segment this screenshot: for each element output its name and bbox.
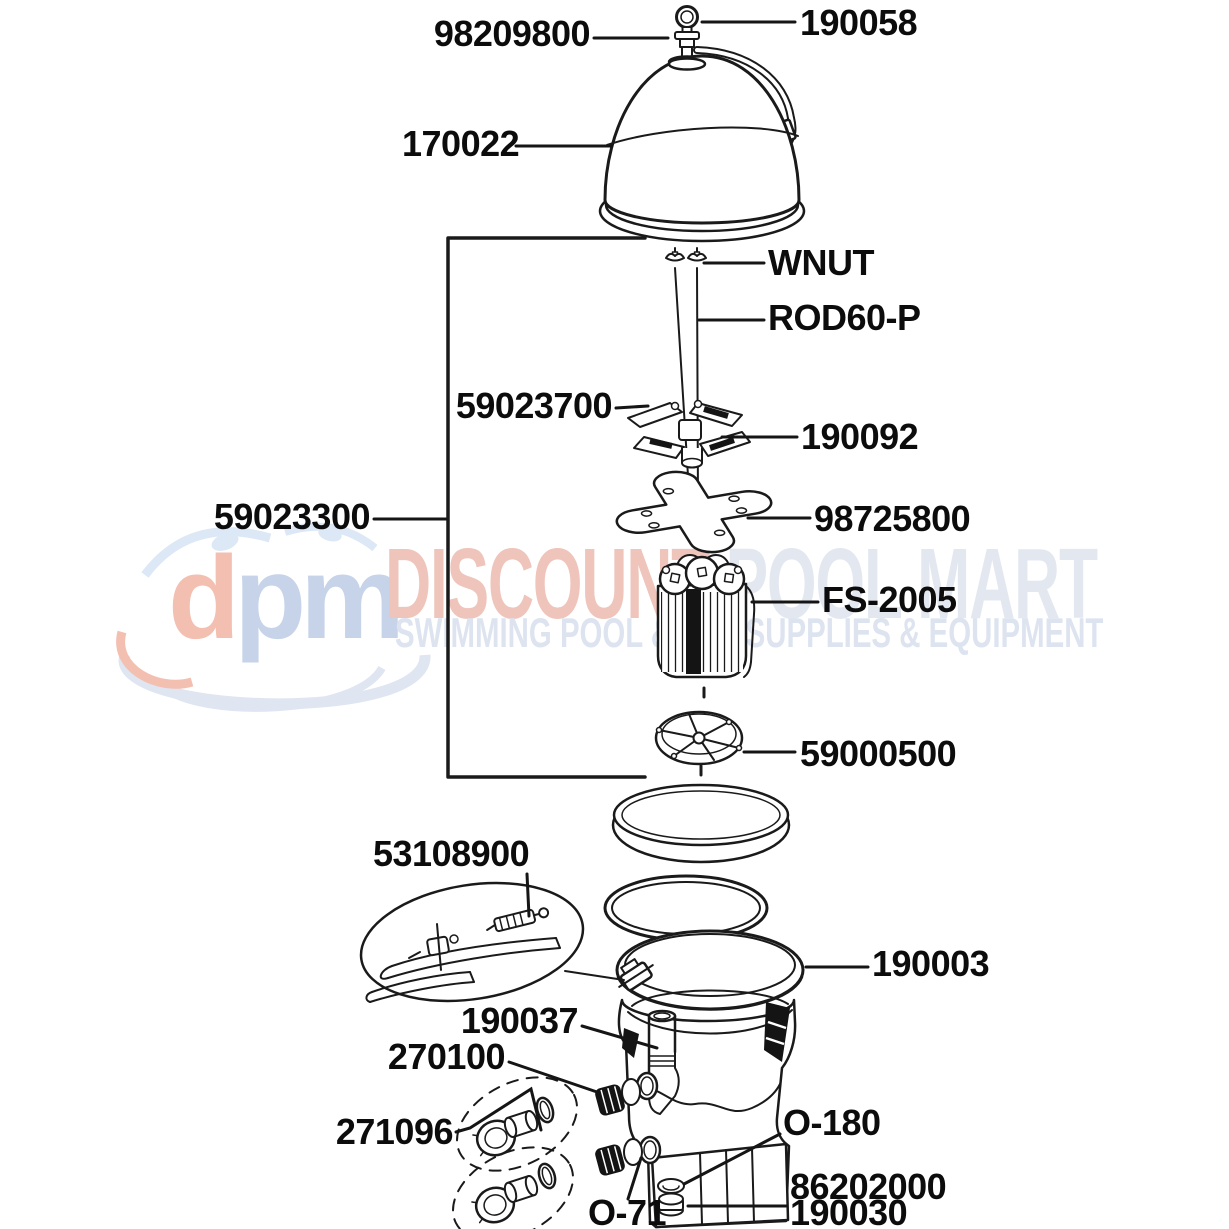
part-label-drain-oring: O-180 xyxy=(783,1102,881,1143)
part-label-filter-lid: 170022 xyxy=(402,123,520,164)
seal-plate-drawing xyxy=(611,783,791,864)
part-label-clamp-assembly: 53108900 xyxy=(373,833,530,874)
part-label-drain-assembly: 86202000 xyxy=(790,1166,947,1207)
leader-lines xyxy=(372,20,870,1208)
part-label-fitting-oring: O-71 xyxy=(588,1192,667,1229)
watermark-title: DISCOUNT POOL MART xyxy=(385,534,1098,634)
assembly-bracket xyxy=(446,236,647,779)
tank-body-drawing xyxy=(595,989,797,1229)
logo-text: dpm xyxy=(168,532,399,664)
part-label-filter-cartridge: FS-2005 xyxy=(822,579,957,620)
part-label-top-plate: 98725800 xyxy=(814,498,971,539)
part-label-bulkhead-fitting: 270100 xyxy=(387,1036,506,1077)
filter-cartridge-drawing xyxy=(656,554,756,782)
part-label-fitting-kit: 271096 xyxy=(335,1111,454,1152)
clamp-ring-drawing xyxy=(615,929,805,1011)
part-label-manifold-retainer: 190092 xyxy=(801,416,919,457)
watermark-title-red: DISCOUNT xyxy=(385,528,710,640)
part-label-bottom-spider: 59000500 xyxy=(800,733,957,774)
part-label-drain-cap: 190030 xyxy=(790,1192,908,1229)
filter-lid-drawing xyxy=(598,54,806,243)
top-manifold-drawing xyxy=(627,399,751,469)
part-label-pressure-gauge: 190058 xyxy=(800,2,918,43)
part-label-standpipe: 190037 xyxy=(460,1000,579,1041)
part-label-wing-nut: WNUT xyxy=(768,242,874,283)
part-label-gauge-adapter: 98209800 xyxy=(433,13,591,54)
part-label-cartridge-assembly: 59023300 xyxy=(213,496,371,537)
watermark-tagline: SWIMMING POOL & SPA SUPPLIES & EQUIPMENT xyxy=(395,609,1104,656)
part-label-clamp-ring: 190003 xyxy=(872,943,990,984)
watermark-title-gray: POOL MART xyxy=(708,528,1098,640)
top-plate-drawing xyxy=(593,460,795,565)
fitting-kit-drawing xyxy=(452,1076,578,1229)
bottom-spider-drawing xyxy=(654,710,744,766)
part-label-tie-rod: ROD60-P xyxy=(768,297,921,338)
clamp-tensioner-detail xyxy=(359,881,625,1003)
tank-oring-drawing xyxy=(603,874,769,942)
wing-nut-drawing xyxy=(665,247,707,262)
part-label-top-manifold: 59023700 xyxy=(455,385,613,426)
